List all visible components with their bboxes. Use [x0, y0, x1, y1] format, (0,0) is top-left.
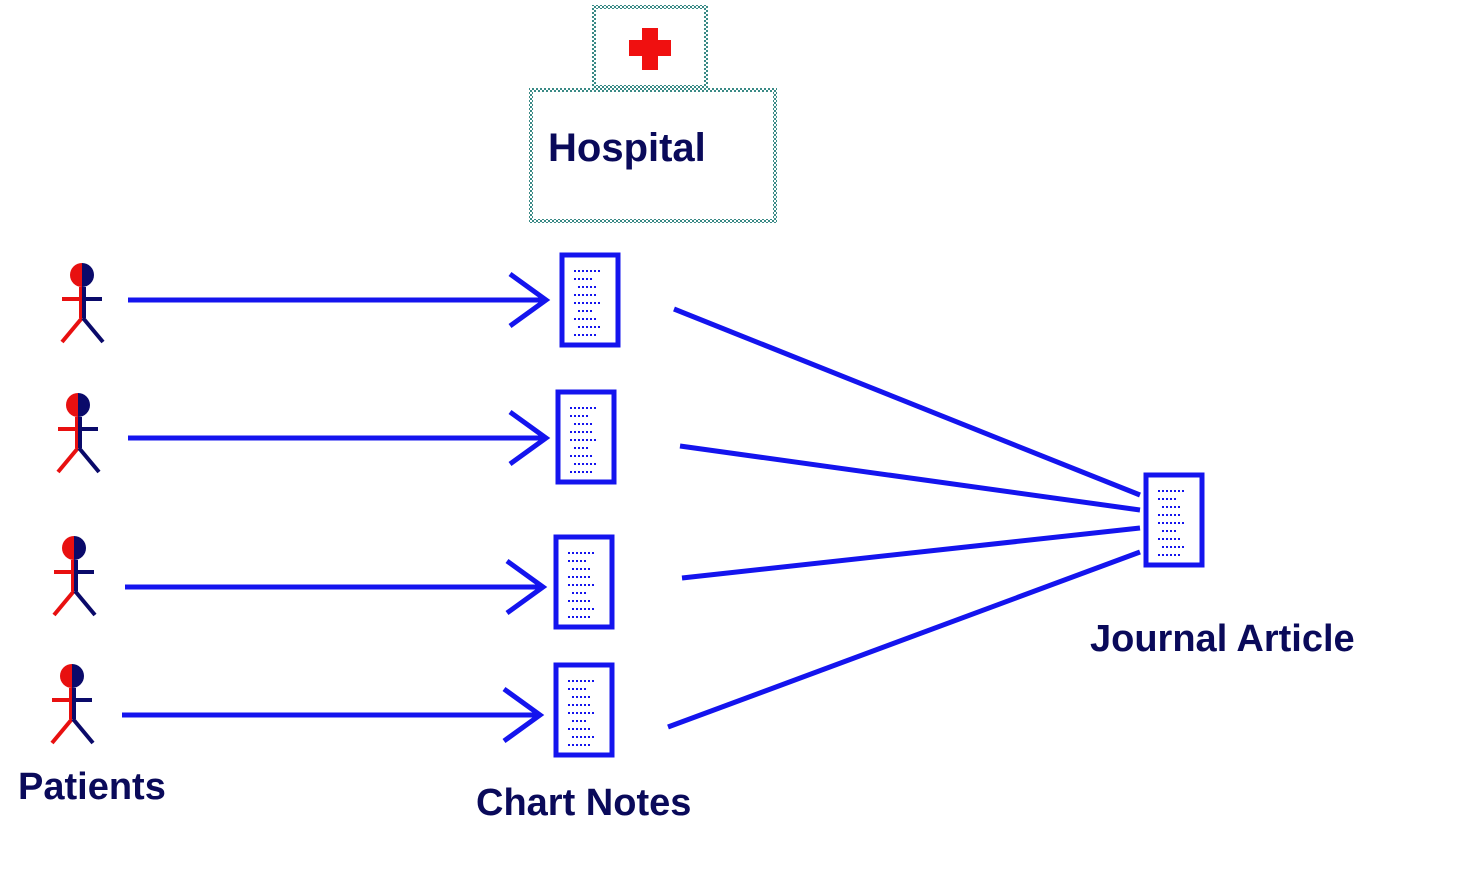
arrow [128, 409, 551, 467]
hospital-label: Hospital [548, 126, 706, 170]
hospital-icon [529, 5, 777, 223]
hospital-roof-box [592, 5, 708, 89]
connector-line [679, 443, 1141, 513]
document-icon [559, 252, 621, 348]
person-icon [56, 393, 101, 474]
red-cross-icon [629, 28, 671, 70]
document-icon [553, 534, 615, 630]
arrow [128, 271, 551, 329]
connector-line [681, 525, 1141, 581]
document-icon [555, 389, 617, 485]
chart-notes-label: Chart Notes [476, 782, 692, 824]
person-icon [50, 664, 95, 745]
patients-label: Patients [18, 766, 166, 808]
hospital-box [529, 88, 777, 223]
person-icon [60, 263, 105, 344]
connector-line [667, 549, 1141, 730]
journal-article-label: Journal Article [1090, 618, 1355, 660]
document-icon [553, 662, 615, 758]
arrow [125, 558, 548, 616]
connector-line [673, 306, 1141, 498]
person-icon [52, 536, 97, 617]
arrow [122, 686, 545, 744]
document-icon [1143, 472, 1205, 568]
